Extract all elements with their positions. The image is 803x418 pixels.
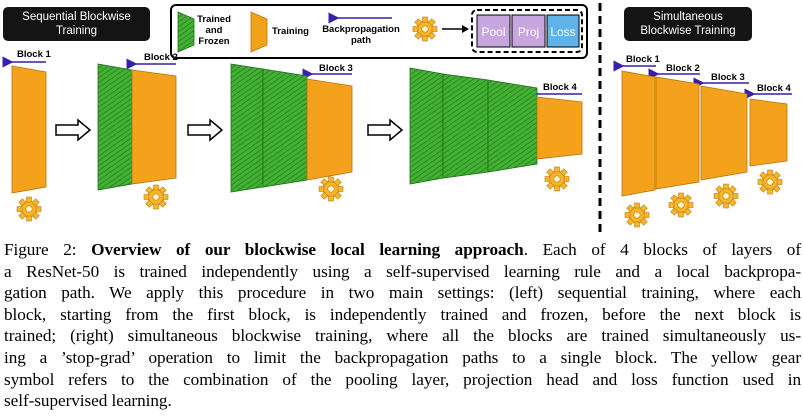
stage3-gear-icon — [318, 176, 344, 202]
stage3-block1-frozen — [230, 63, 264, 193]
legend-pool-label: Pool — [481, 25, 505, 39]
stage4-block4-label: Block 4 — [543, 82, 578, 93]
stage-2: Block 2 — [97, 52, 178, 210]
legend-component-group — [471, 9, 583, 53]
sim-block4-training — [749, 98, 788, 167]
stage1-gear-icon — [16, 196, 42, 222]
caption-line-7: symbol refers to the combination of the … — [4, 369, 801, 389]
legend-pool-box — [476, 14, 511, 48]
sim-block4-gear-icon — [757, 169, 783, 195]
stage2-block2-label: Block 2 — [144, 52, 178, 63]
stage-arrow-2 — [187, 118, 224, 142]
legend-training-label: Training — [272, 26, 309, 37]
stage3-block3-label: Block 3 — [319, 63, 353, 74]
legend-backprop-label-1: Backpropagation — [322, 24, 400, 35]
caption-line-4: block, starting from the first block, is… — [4, 304, 801, 324]
stage-4: Block 4 — [409, 67, 583, 192]
stage2-gear-icon — [143, 184, 169, 210]
caption-line-3: gation path. We apply this procedure in … — [4, 283, 801, 303]
legend-gear-arrowhead — [462, 25, 469, 33]
stage-arrow-3 — [367, 118, 404, 142]
legend-training-swatch — [250, 11, 268, 53]
stage1-block1-label: Block 1 — [17, 49, 52, 60]
sim-block3-label: Block 3 — [711, 72, 745, 83]
legend: Trained and Frozen Training Backpropagat… — [170, 4, 588, 59]
stage3-block2-frozen — [262, 68, 308, 188]
simultaneous-diagram: Block 1 Block 2 Block 3 Block 4 — [613, 54, 792, 228]
stage-1: Block 1 — [2, 49, 52, 222]
sim-block4-label: Block 4 — [757, 83, 792, 94]
legend-frozen-label-3: Frozen — [198, 36, 229, 47]
stage-arrow-1 — [55, 118, 92, 142]
simultaneous-title-box: Simultaneous Blockwise Training — [624, 7, 752, 41]
sequential-title-line2: Training — [55, 25, 98, 37]
sim-block2-gear-icon — [668, 192, 694, 218]
stage4-block2-frozen — [442, 73, 489, 179]
sim-block2-training — [655, 76, 700, 190]
stage2-block2-training — [131, 69, 177, 185]
sequential-title-line1: Sequential Blockwise — [22, 11, 131, 23]
simultaneous-title-line2: Blockwise Training — [640, 25, 736, 37]
legend-frozen-label-2: and — [206, 25, 223, 36]
simultaneous-title-line1: Simultaneous — [653, 11, 723, 23]
caption-line-8: self-supervised learning. — [4, 391, 172, 411]
legend-proj-box — [511, 14, 546, 48]
caption-title: Overview of our blockwise local learning… — [91, 240, 524, 259]
stage4-block1-frozen — [409, 67, 444, 185]
sim-block1-gear-icon — [624, 202, 650, 228]
figure-caption: Figure 2: Overview of our blockwise loca… — [4, 239, 801, 412]
figure-diagram: Sequential Blockwise Training Simultaneo… — [2, 3, 792, 237]
stage3-block3-training — [306, 78, 353, 181]
sim-block3-gear-icon — [713, 183, 739, 209]
caption-line-6: ing a ’stop-grad’ operation to limit the… — [4, 347, 801, 367]
sim-block1-label: Block 1 — [626, 54, 661, 65]
sim-block2-label: Block 2 — [666, 63, 700, 74]
caption-first-line-rest: . Each of 4 blocks of layers of — [523, 240, 802, 259]
sim-block3-training — [700, 85, 748, 181]
caption-line-1: Figure 2: Overview of our blockwise loca… — [4, 239, 801, 261]
sim-block1-training — [621, 70, 656, 197]
caption-figure-label: Figure 2: — [4, 240, 77, 259]
caption-line-2: a ResNet-50 is trained independently usi… — [4, 261, 801, 281]
stage1-block1-training — [11, 65, 47, 194]
legend-gear-icon — [412, 16, 438, 42]
legend-frozen-swatch — [177, 11, 195, 53]
caption-line-5: trained; (right) simultaneous blockwise … — [4, 326, 801, 346]
legend-loss-label: Loss — [550, 25, 575, 39]
legend-loss-box — [546, 14, 580, 48]
stage2-block1-frozen — [97, 63, 133, 191]
legend-frozen-label-1: Trained — [197, 14, 231, 25]
stage4-block3-frozen — [487, 79, 538, 173]
legend-proj-label: Proj — [518, 25, 539, 39]
stage-3: Block 3 — [230, 63, 353, 202]
legend-backprop-label-2: path — [351, 35, 371, 46]
stage4-block4-training — [536, 96, 583, 160]
sequential-title-box: Sequential Blockwise Training — [3, 7, 150, 41]
diagram-svg: Trained and Frozen Training Backpropagat… — [2, 3, 792, 237]
stage4-gear-icon — [544, 166, 570, 192]
